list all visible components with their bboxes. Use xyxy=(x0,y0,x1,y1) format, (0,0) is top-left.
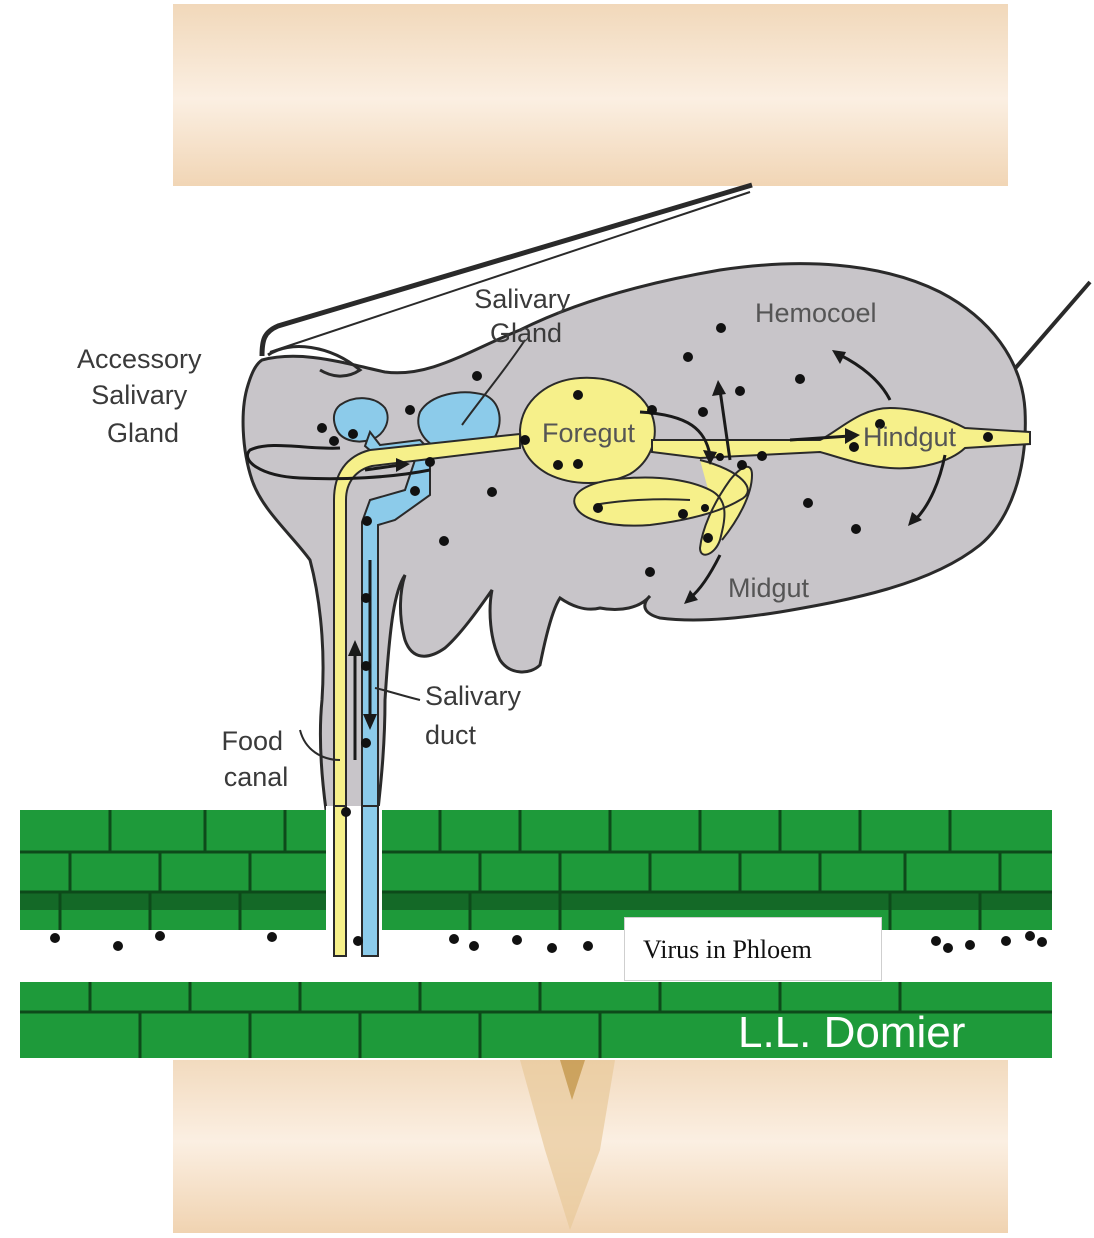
hemocoel-label: Hemocoel xyxy=(755,298,877,328)
caption-text: Virus in Phloem xyxy=(643,935,812,965)
caption-box: Virus in Phloem xyxy=(624,917,882,981)
foregut-label: Foregut xyxy=(542,418,636,448)
credit-text: L.L. Domier xyxy=(738,1008,965,1058)
background-photo-top xyxy=(173,4,1008,194)
accessory-salivary-gland xyxy=(334,398,388,441)
midgut-label: Midgut xyxy=(728,573,810,603)
hindgut-label: Hindgut xyxy=(863,422,957,452)
